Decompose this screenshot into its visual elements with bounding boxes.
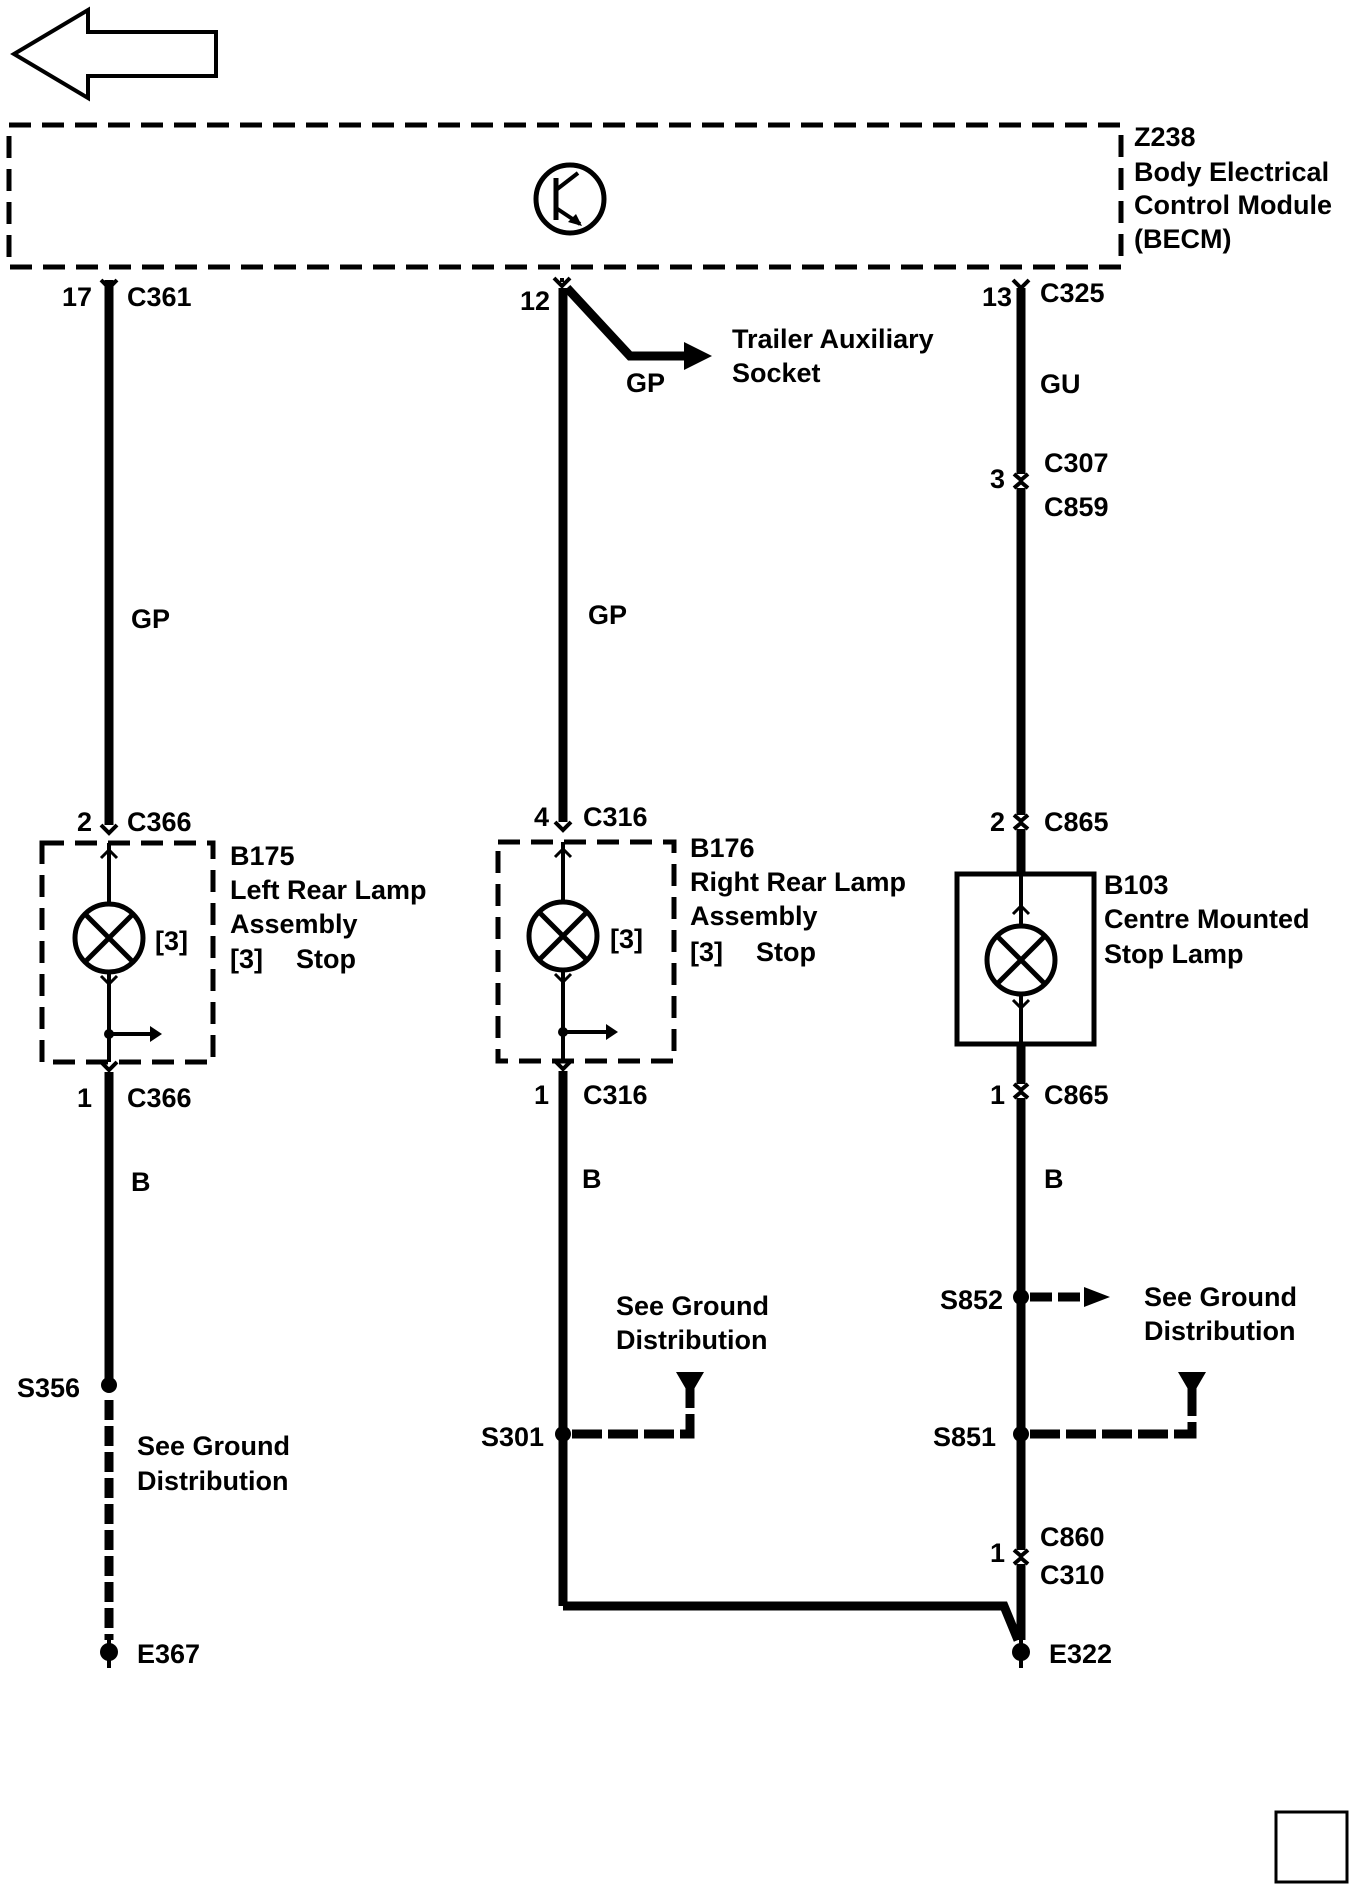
right-inline-connector-b: C859 [1044, 492, 1109, 522]
module-id: Z238 [1134, 122, 1196, 152]
right-lamp-connector-bottom: C865 [1044, 1080, 1109, 1110]
middle-wire-color-bottom: B [582, 1164, 602, 1194]
middle-component-line1: Right Rear Lamp [690, 867, 906, 897]
left-splice: S356 [17, 1373, 80, 1403]
right-lamp-connector-top: C865 [1044, 807, 1109, 837]
left-module-connector: C361 [127, 282, 192, 312]
wire-middle-branch[interactable] [563, 284, 686, 361]
left-lamp-pin-bottom: 1 [77, 1083, 92, 1113]
middle-splice-note-line2: Distribution [616, 1325, 767, 1355]
middle-lamp-connector-bottom: C316 [583, 1080, 648, 1110]
left-lamp-connector-bottom: C366 [127, 1083, 192, 1113]
transistor-icon [533, 162, 607, 236]
left-component-id: B175 [230, 841, 295, 871]
back-arrow-icon[interactable] [10, 6, 218, 102]
middle-branch-dest-line2: Socket [732, 358, 821, 388]
left-wire-color-top: GP [131, 604, 170, 634]
bulb-left-icon [72, 901, 146, 975]
middle-bulb-ref: [3] [610, 924, 643, 954]
right-module-connector: C325 [1040, 278, 1105, 308]
middle-component-line2: Assembly [690, 901, 818, 931]
right-inline-connector-a: C307 [1044, 448, 1109, 478]
wire-middle-to-ground[interactable] [563, 1601, 1023, 1642]
right-splice-lower: S851 [933, 1422, 996, 1452]
right-module-pin: 13 [982, 282, 1012, 312]
middle-function-name: Stop [756, 937, 816, 967]
page-corner-box[interactable] [1274, 1810, 1349, 1884]
right-lamp-pin-bottom: 1 [990, 1080, 1005, 1110]
right-lower-connector-b: C310 [1040, 1560, 1105, 1590]
middle-lamp-pin-bottom: 1 [534, 1080, 549, 1110]
left-ground: E367 [137, 1639, 200, 1669]
right-inline-pin: 3 [990, 464, 1005, 494]
module-name-line1: Body Electrical [1134, 157, 1329, 187]
right-splice-upper: S852 [940, 1285, 1003, 1315]
circuit-left [39, 278, 216, 1668]
module-name-line2: Control Module [1134, 190, 1332, 220]
right-ground: E322 [1049, 1639, 1112, 1669]
module-box [6, 122, 1124, 270]
left-bulb-ref: [3] [155, 926, 188, 956]
middle-function-ref: [3] [690, 937, 723, 967]
circuit-middle [495, 276, 1023, 1642]
branch-arrow-icon [684, 342, 712, 370]
left-function-name: Stop [296, 944, 356, 974]
right-wire-color-bottom: B [1044, 1164, 1064, 1194]
right-wire-color-top: GU [1040, 369, 1081, 399]
left-lamp-pin-top: 2 [77, 807, 92, 837]
left-component-line2: Assembly [230, 909, 358, 939]
splice-right-lower-dot [1013, 1426, 1029, 1442]
middle-branch-wire-color: GP [626, 368, 665, 398]
lamp-left-box [39, 840, 216, 1065]
circuit-right [954, 278, 1206, 1668]
middle-component-id: B176 [690, 833, 755, 863]
left-splice-note-line2: Distribution [137, 1466, 288, 1496]
ground-distribution-middle-icon [676, 1372, 704, 1396]
left-splice-note-line1: See Ground [137, 1431, 290, 1461]
left-module-pin: 17 [62, 282, 92, 312]
right-component-line1: Centre Mounted [1104, 904, 1310, 934]
splice-right-upper-dot [1013, 1289, 1029, 1305]
right-splice-upper-note-line1: See Ground [1144, 1282, 1297, 1312]
right-splice-upper-note-line2: Distribution [1144, 1316, 1295, 1346]
ground-distribution-right-upper-icon [1084, 1287, 1110, 1307]
left-lamp-connector-top: C366 [127, 807, 192, 837]
right-lower-pin: 1 [990, 1538, 1005, 1568]
middle-wire-color-top: GP [588, 600, 627, 630]
middle-branch-dest-line1: Trailer Auxiliary [732, 324, 934, 354]
middle-module-pin: 12 [520, 286, 550, 316]
ground-distribution-right-lower-icon [1178, 1372, 1206, 1396]
module-name-line3: (BECM) [1134, 224, 1231, 254]
splice-middle-dot [555, 1426, 571, 1442]
splice-left-dot [101, 1377, 117, 1393]
right-component-line2: Stop Lamp [1104, 939, 1244, 969]
left-component-line1: Left Rear Lamp [230, 875, 427, 905]
lamp-middle-box [495, 839, 677, 1064]
middle-lamp-pin-top: 4 [534, 802, 549, 832]
middle-lamp-connector-top: C316 [583, 802, 648, 832]
bulb-right-icon [984, 923, 1058, 997]
left-wire-color-bottom: B [131, 1167, 151, 1197]
middle-splice: S301 [481, 1422, 544, 1452]
middle-splice-note-line1: See Ground [616, 1291, 769, 1321]
right-component-id: B103 [1104, 870, 1169, 900]
right-lamp-pin-top: 2 [990, 807, 1005, 837]
right-lower-connector-a: C860 [1040, 1522, 1105, 1552]
bulb-middle-icon [526, 899, 600, 973]
left-function-ref: [3] [230, 944, 263, 974]
